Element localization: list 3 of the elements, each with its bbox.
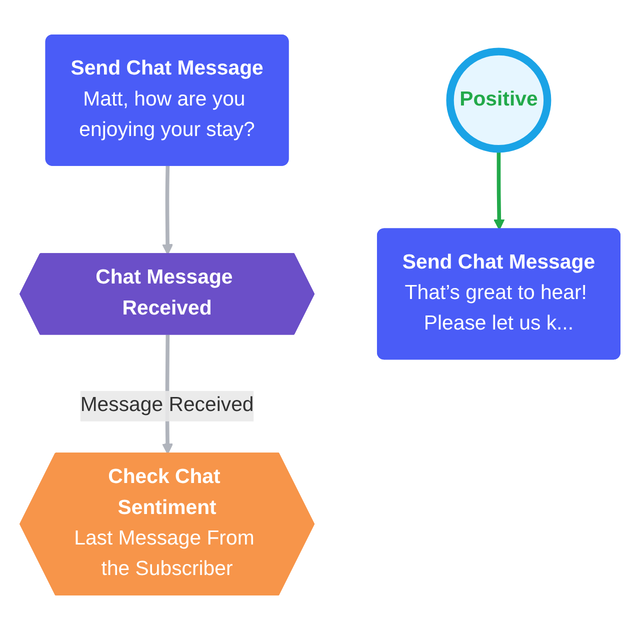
arrow (162, 165, 174, 254)
node-circle: Positive (446, 47, 552, 152)
edge-label: Message Received (80, 394, 254, 416)
